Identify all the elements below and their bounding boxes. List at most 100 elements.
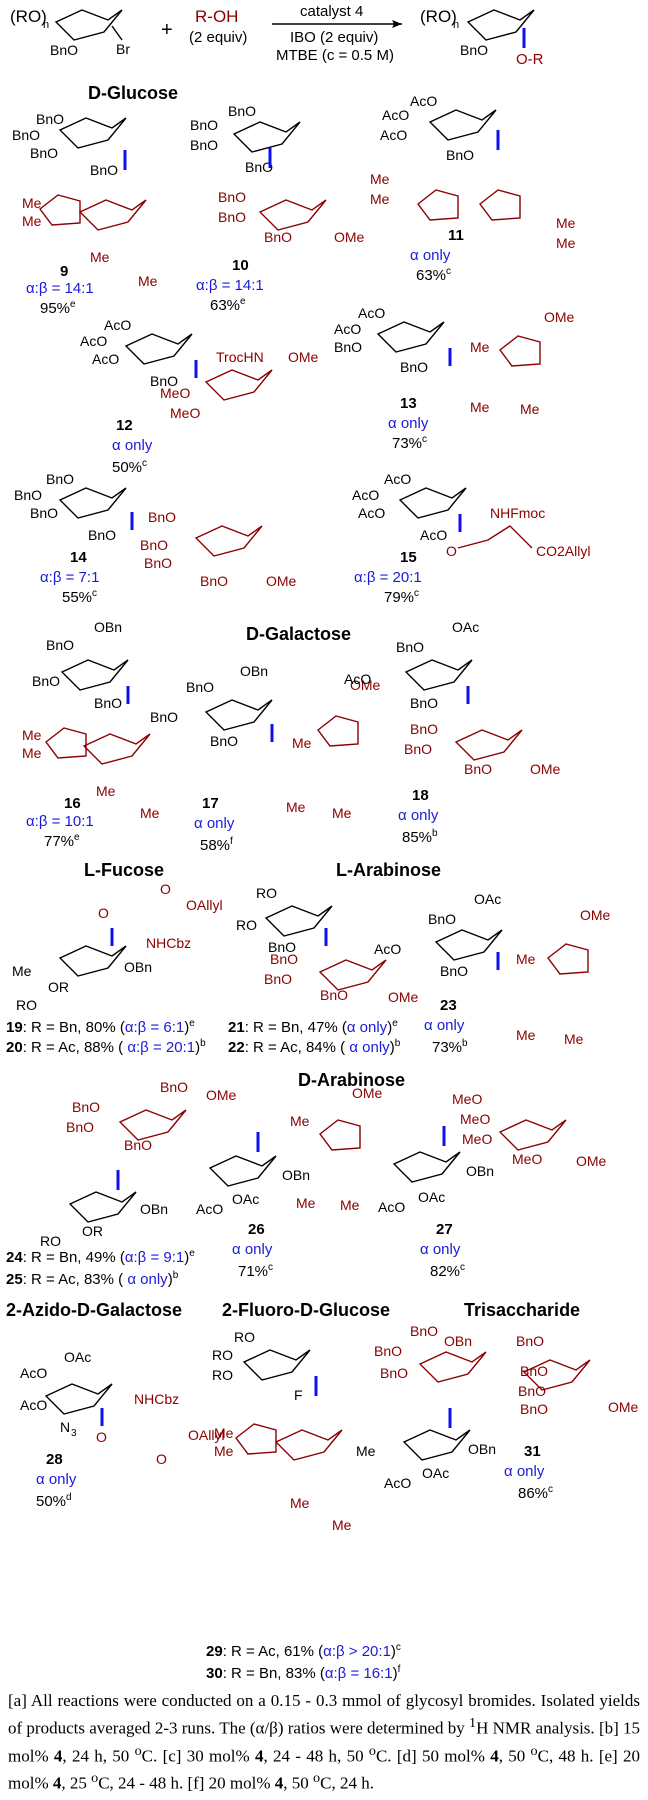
- svg-text:BnO: BnO: [88, 527, 116, 543]
- svg-text:BnO: BnO: [72, 1099, 100, 1115]
- svg-text:OMe: OMe: [350, 677, 381, 693]
- svg-text:OBn: OBn: [468, 1441, 496, 1457]
- svg-text:BnO: BnO: [90, 162, 118, 178]
- yield-13: 73%c: [392, 434, 427, 452]
- svg-text:OMe: OMe: [266, 573, 297, 589]
- plus-sign: +: [161, 19, 173, 41]
- svg-text:BnO: BnO: [46, 637, 74, 653]
- svg-text:BnO: BnO: [516, 1333, 544, 1349]
- section-title-l-fucose: L-Fucose: [84, 860, 164, 880]
- svg-text:MeO: MeO: [170, 405, 200, 421]
- svg-text:MeO: MeO: [462, 1131, 492, 1147]
- svg-text:BnO: BnO: [410, 1323, 438, 1339]
- svg-text:OAllyl: OAllyl: [186, 897, 223, 913]
- svg-text:BnO: BnO: [446, 147, 474, 163]
- entry-30: 30: R = Bn, 83% (α:β = 16:1)f: [206, 1664, 401, 1682]
- svg-text:AcO: AcO: [196, 1201, 223, 1217]
- svg-text:MeO: MeO: [512, 1151, 542, 1167]
- svg-text:BnO: BnO: [264, 229, 292, 245]
- reaction-equation: (RO) n BnO Br + R-OH (2 equiv) catalyst …: [10, 3, 544, 68]
- svg-text:OBn: OBn: [140, 1201, 168, 1217]
- svg-text:OMe: OMe: [352, 1085, 383, 1101]
- section-title-fluoro-glucose: 2-Fluoro-D-Glucose: [222, 1300, 390, 1320]
- svg-text:BnO: BnO: [400, 359, 428, 375]
- svg-text:AcO: AcO: [384, 471, 411, 487]
- svg-text:Me: Me: [564, 1031, 584, 1047]
- svg-text:Me: Me: [290, 1495, 310, 1511]
- svg-text:BnO: BnO: [518, 1383, 546, 1399]
- svg-text:BnO: BnO: [520, 1363, 548, 1379]
- section-title-d-arabinose: D-Arabinose: [298, 1070, 405, 1090]
- svg-text:OMe: OMe: [388, 989, 419, 1005]
- selectivity-9: α:β = 14:1: [26, 280, 94, 297]
- svg-text:OAc: OAc: [474, 891, 501, 907]
- svg-text:Me: Me: [470, 399, 490, 415]
- svg-text:AcO: AcO: [420, 527, 447, 543]
- product-or: O-R: [516, 51, 544, 68]
- compound-label-10: 10: [232, 257, 249, 274]
- svg-text:BnO: BnO: [94, 695, 122, 711]
- svg-text:Me: Me: [140, 805, 160, 821]
- svg-text:OR: OR: [82, 1223, 103, 1239]
- svg-text:BnO: BnO: [190, 137, 218, 153]
- entry-20: 20: R = Ac, 88% ( α:β = 20:1)b: [6, 1038, 206, 1056]
- entry-22: 22: R = Ac, 84% ( α only)b: [228, 1038, 401, 1056]
- svg-text:Me: Me: [22, 213, 42, 229]
- selectivity-15: α:β = 20:1: [354, 569, 422, 586]
- selectivity-12: α only: [112, 437, 153, 454]
- yield-15: 79%c: [384, 588, 419, 606]
- compound-label-27: 27: [436, 1221, 453, 1238]
- yield-12: 50%c: [112, 458, 147, 476]
- svg-text:NHCbz: NHCbz: [146, 935, 191, 951]
- selectivity-13: α only: [388, 415, 429, 432]
- section-title-trisaccharide: Trisaccharide: [464, 1300, 580, 1320]
- svg-text:RO: RO: [16, 997, 37, 1013]
- entry-24: 24: R = Bn, 49% (α:β = 9:1)e: [6, 1248, 195, 1266]
- svg-text:OBn: OBn: [466, 1163, 494, 1179]
- structure-26: OMe Me Me Me OBn OAc AcO: [196, 1085, 383, 1217]
- svg-text:BnO: BnO: [404, 741, 432, 757]
- svg-text:RO: RO: [234, 1329, 255, 1345]
- yield-26: 71%c: [238, 1262, 273, 1280]
- entry-25: 25: R = Ac, 83% ( α only)b: [6, 1270, 179, 1288]
- svg-text:RO: RO: [212, 1347, 233, 1363]
- yield-9: 95%e: [40, 299, 76, 317]
- compound-label-18: 18: [412, 787, 429, 804]
- compound-label-13: 13: [400, 395, 417, 412]
- structure-27: MeO MeO MeO MeO OMe OBn OAc AcO: [378, 1091, 607, 1215]
- selectivity-28: α only: [36, 1471, 77, 1488]
- structure-19-20: O OAllyl NHCbz O Me OBn OR RO: [12, 881, 223, 1013]
- svg-text:AcO: AcO: [352, 487, 379, 503]
- footnote-block: [a] All reactions were conducted on a 0.…: [8, 1691, 641, 1793]
- svg-text:Me: Me: [22, 195, 42, 211]
- compound-label-16: 16: [64, 795, 81, 812]
- svg-text:Me: Me: [520, 401, 540, 417]
- svg-text:Me: Me: [370, 171, 390, 187]
- selectivity-23: α only: [424, 1017, 465, 1034]
- svg-text:OAc: OAc: [422, 1465, 449, 1481]
- structure-21-22: RO RO BnO BnO BnO BnO OMe: [236, 885, 419, 1005]
- structure-29-30: RO RO RO F Me Me Me Me: [212, 1329, 352, 1533]
- svg-text:AcO: AcO: [20, 1397, 47, 1413]
- svg-text:AcO: AcO: [358, 305, 385, 321]
- svg-text:BnO: BnO: [144, 555, 172, 571]
- reactant-sub: n: [43, 19, 49, 31]
- svg-text:O: O: [446, 543, 457, 559]
- yield-23: 73%b: [432, 1038, 468, 1056]
- svg-text:BnO: BnO: [264, 971, 292, 987]
- reactant-bno: BnO: [50, 42, 78, 58]
- svg-text:Me: Me: [292, 735, 312, 751]
- svg-text:Me: Me: [290, 1113, 310, 1129]
- svg-text:AcO: AcO: [358, 505, 385, 521]
- entry-19: 19: R = Bn, 80% (α:β = 6:1)e: [6, 1018, 195, 1036]
- svg-text:BnO: BnO: [140, 537, 168, 553]
- structure-31: BnO OBn BnO BnO BnO BnO BnO BnO OMe Me O…: [356, 1323, 639, 1491]
- svg-text:AcO: AcO: [104, 317, 131, 333]
- section-title-l-arabinose: L-Arabinose: [336, 860, 441, 880]
- svg-text:F: F: [294, 1387, 303, 1403]
- svg-text:Me: Me: [516, 951, 536, 967]
- svg-text:OAllyl: OAllyl: [188, 1427, 225, 1443]
- yield-27: 82%c: [430, 1262, 465, 1280]
- svg-text:CO2Allyl: CO2Allyl: [536, 543, 590, 559]
- svg-text:BnO: BnO: [190, 117, 218, 133]
